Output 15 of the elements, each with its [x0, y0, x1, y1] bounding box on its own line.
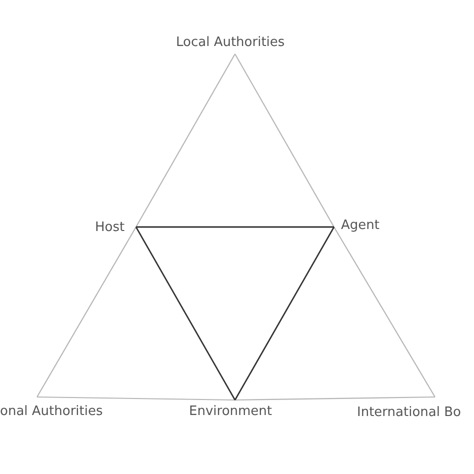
triangle-side-line: [36, 226, 136, 398]
vertex-label: Local Authorities: [176, 35, 285, 51]
vertex-label: Environment: [189, 404, 272, 420]
triangle-side-line: [136, 226, 334, 228]
triangle-side-line: [234, 226, 335, 400]
triangle-side-line: [234, 54, 334, 228]
vertex-label: International Bo: [357, 405, 461, 421]
triangle-side-line: [37, 396, 235, 401]
triangle-side-line: [135, 226, 236, 400]
triangle-side-line: [136, 54, 236, 228]
vertex-label: onal Authorities: [0, 404, 103, 420]
vertex-label: Host: [95, 220, 125, 236]
triangle-side-line: [334, 226, 436, 398]
triangle-side-line: [235, 396, 435, 401]
vertex-label: Agent: [341, 218, 380, 234]
